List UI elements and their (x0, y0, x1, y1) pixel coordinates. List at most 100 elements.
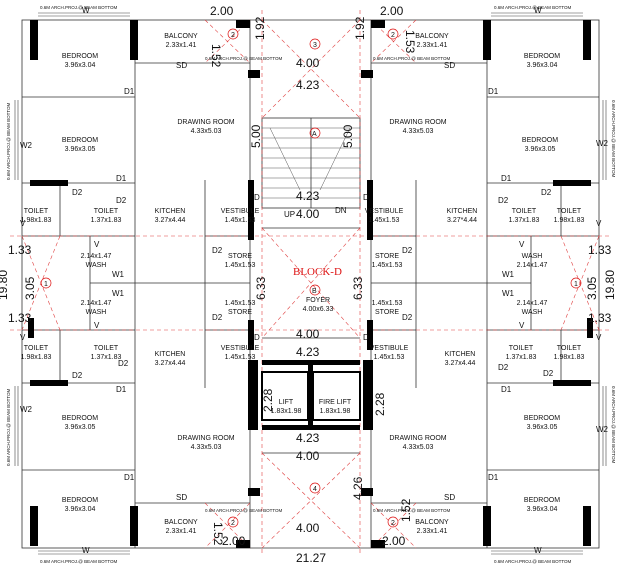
room-name-wash-tl: WASH (86, 262, 107, 269)
room-name-bedroom-tr: BEDROOM (524, 53, 560, 60)
beam-note-balcony-tr: 0.6M ARCH.PROJ.@ BEAM BOTTOM (373, 56, 450, 61)
room-dim-toilet-bl-b: 1.37x1.83 (91, 354, 122, 361)
room-name-drawing-tr: DRAWING ROOM (389, 119, 446, 126)
beam-note-right-lower: 0.6M ARCH.PROJ.@ BEAM BOTTOM (611, 386, 616, 463)
room-dim-kitchen-tl: 3.27x4.44 (155, 217, 186, 224)
tag-d1-d: D1 (501, 174, 512, 183)
room-dim-kitchen-bl: 3.27x4.44 (155, 360, 186, 367)
room-name-balcony-bl: BALCONY (164, 519, 198, 526)
dim-balcony-depth-bl: 1.52 (211, 522, 225, 546)
room-dim-vestibule-tl: 1.45x1.53 (225, 217, 256, 224)
dim-right-gap-bottom: 1.33 (588, 311, 612, 325)
room-name-kitchen-tl: KITCHEN (155, 208, 186, 215)
room-dim-bedroom2-tr: 3.96x3.05 (525, 146, 556, 153)
beam-note-bottom-right: 0.6M ARCH.PROJ.@ BEAM BOTTOM (494, 559, 571, 564)
room-name-balcony-tl: BALCONY (164, 33, 198, 40)
room-dim-store-br: 1.45x1.53 (372, 300, 403, 307)
room-name-toilet-tr-b: TOILET (512, 208, 537, 215)
dim-core-width-outer-mid: 4.23 (296, 189, 320, 203)
grid-label-b: B (312, 288, 317, 295)
room-name-store-tr: STORE (375, 253, 399, 260)
tag-d1-a: D1 (124, 87, 135, 96)
dim-bottom-right-width: 2.00 (382, 534, 406, 548)
stair-treads (262, 127, 360, 199)
dim-overall-width: 21.27 (296, 551, 326, 565)
stair-dn-label: DN (335, 206, 347, 215)
room-dim-vestibule-br: 1.45x1.53 (374, 354, 405, 361)
dim-core-width-mid: 4.00 (296, 207, 320, 221)
tag-d1-f: D1 (124, 473, 135, 482)
room-dim-toilet-br-a: 1.98x1.83 (554, 354, 585, 361)
room-dim-bedroom2-tl: 3.96x3.05 (65, 146, 96, 153)
room-dim-wash-bl: 2.14x1.47 (81, 300, 112, 307)
room-dim-balcony-bl: 2.33x1.41 (166, 528, 197, 535)
dim-top-left-width: 2.00 (210, 4, 234, 18)
room-dim-balcony-tr: 2.33x1.41 (417, 42, 448, 49)
room-dim-lift: 1.83x1.98 (271, 408, 302, 415)
room-dim-toilet-tr-b: 1.37x1.83 (509, 217, 540, 224)
room-name-bedroom-bl: BEDROOM (62, 497, 98, 504)
tag-d2-d: D2 (541, 188, 552, 197)
dim-bottom-depth: 4.26 (351, 476, 365, 500)
beam-note-top-right: 0.6M ARCH.PROJ.@ BEAM BOTTOM (494, 5, 571, 10)
room-name-store-bl: STORE (228, 309, 252, 316)
beam-note-right-upper: 0.6M ARCH.PROJ.@ BEAM BOTTOM (611, 100, 616, 177)
room-name-kitchen-br: KITCHEN (445, 351, 476, 358)
tag-d-c: D (363, 193, 369, 202)
block-title: BLOCK-D (293, 266, 342, 278)
room-dim-kitchen-br: 3.27x4.44 (445, 360, 476, 367)
grid-label-2-tr: 2 (391, 32, 395, 39)
dim-top-depth-l: 1.92 (253, 16, 267, 40)
room-dim-wash-tr: 2.14x1.47 (517, 262, 548, 269)
room-dim-toilet-bl-a: 1.98x1.83 (21, 354, 52, 361)
dim-left-gap-bottom: 1.33 (8, 311, 32, 325)
tag-sd-br: SD (444, 493, 455, 502)
room-dim-store-bl: 1.45x1.53 (225, 300, 256, 307)
tag-w1-b: W1 (112, 289, 125, 298)
room-dim-kitchen-tr: 3.27*4.44 (447, 217, 477, 224)
room-name-fire-lift: FIRE LIFT (319, 399, 352, 406)
room-name-bedroom-br: BEDROOM (524, 497, 560, 504)
dim-stair-run-l: 5.00 (249, 124, 263, 148)
room-name-lift: LIFT (279, 399, 294, 406)
grid-label-2-tl: 2 (231, 32, 235, 39)
room-dim-toilet-tr-a: 1.98x1.83 (554, 217, 585, 224)
tag-d2-k: D2 (498, 363, 509, 372)
dim-balcony-depth-tl: 1.52 (209, 44, 223, 68)
room-dim-drawing-tr: 4.33x5.03 (403, 128, 434, 135)
room-name-kitchen-bl: KITCHEN (155, 351, 186, 358)
room-dim-bedroom2-bl: 3.96x3.05 (65, 424, 96, 431)
room-dim-vestibule-bl: 1.45x1.53 (225, 354, 256, 361)
tag-w-bl: W (82, 546, 90, 555)
tag-w1-d: W1 (502, 289, 515, 298)
grid-label-markers (40, 28, 582, 528)
tag-d1-b: D1 (116, 174, 127, 183)
room-name-balcony-tr: BALCONY (415, 33, 449, 40)
beam-note-left-lower: 0.6M ARCH.PROJ.@ BEAM BOTTOM (6, 389, 11, 466)
tag-v-b: V (94, 240, 100, 249)
grid-label-1-l: 1 (44, 281, 48, 288)
room-labels: BEDROOM3.96x3.04BALCONY2.33x1.41BALCONY2… (21, 33, 585, 535)
room-name-bedroom2-tr: BEDROOM (522, 137, 558, 144)
tag-w2-bl: W2 (20, 405, 33, 414)
dim-lobby-length-r: 6.33 (351, 276, 365, 300)
tag-v-h: V (596, 333, 602, 342)
room-name-wash-tr: WASH (522, 253, 543, 260)
dim-right-wash: 3.05 (585, 276, 599, 300)
tag-w2-br: W2 (596, 425, 609, 434)
room-name-toilet-bl-b: TOILET (94, 345, 119, 352)
dim-left-gap-top: 1.33 (8, 243, 32, 257)
tag-d-b: D (254, 333, 260, 342)
tag-w-tl: W (82, 6, 90, 15)
dim-core-width-outer-lower: 4.23 (296, 345, 320, 359)
room-name-bedroom2-tl: BEDROOM (62, 137, 98, 144)
tag-d2-g: D2 (212, 313, 223, 322)
beam-note-balcony-br: 0.6M ARCH.PROJ.@ BEAM BOTTOM (373, 508, 450, 513)
tag-v-a: V (20, 219, 26, 228)
tag-sd-tl: SD (176, 61, 187, 70)
dim-core-width-base: 4.00 (296, 521, 320, 535)
grid-label-2-br: 2 (391, 520, 395, 527)
room-dim-vestibule-tr: 1.45x1.53 (369, 217, 400, 224)
room-name-bedroom-tl: BEDROOM (62, 53, 98, 60)
